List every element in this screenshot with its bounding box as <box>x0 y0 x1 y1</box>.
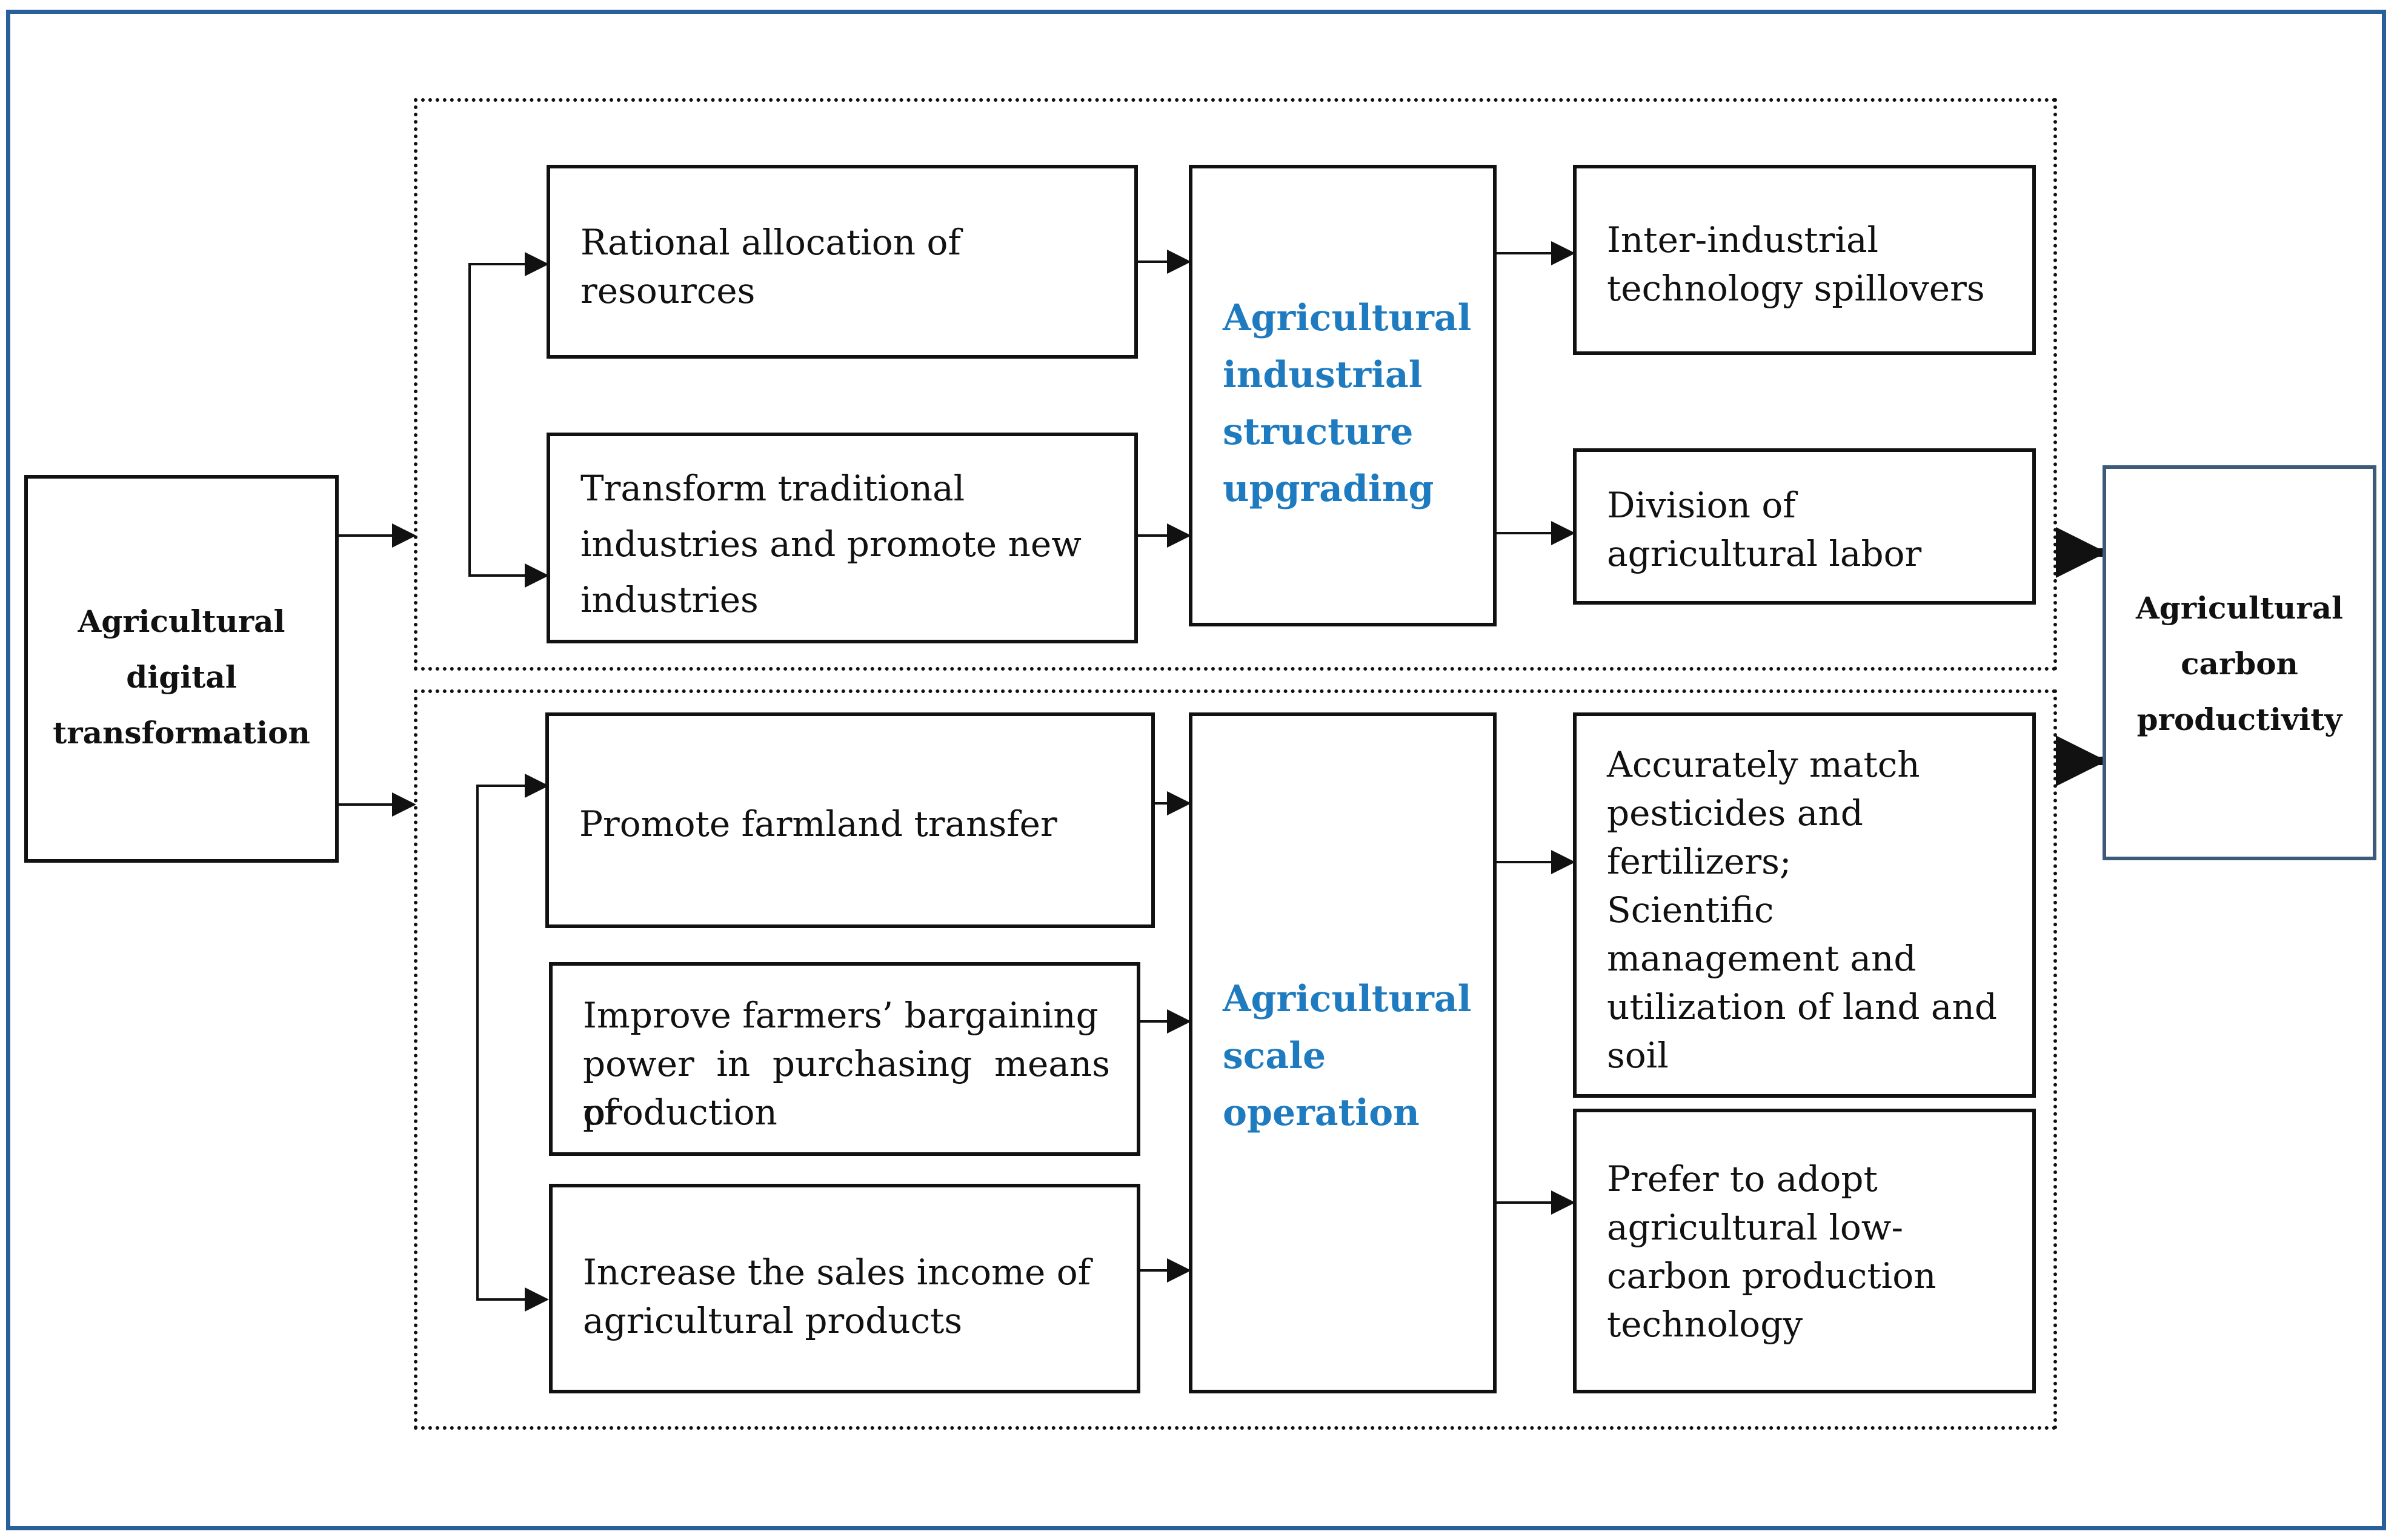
mechanism-1-line-2: industrial <box>1223 354 1423 396</box>
cause-4-line-1: Improve farmers’ bargaining <box>583 995 1099 1036</box>
effect-box-technology-spillovers: Inter-industrial technology spillovers <box>1573 165 2036 355</box>
effect-4-line-3: carbon production <box>1607 1255 1937 1296</box>
outcome-line-3: productivity <box>2136 702 2342 737</box>
effect-3-line-2: pesticides and <box>1607 792 1863 834</box>
mechanism-2-line-2: scale <box>1223 1035 1326 1077</box>
effect-4-line-2: agricultural low- <box>1607 1207 1904 1248</box>
cause-1-line-2: resources <box>580 270 756 311</box>
upper-bracket <box>468 263 544 577</box>
effect-box-low-carbon-technology: Prefer to adopt agricultural low- carbon… <box>1573 1109 2036 1393</box>
source-line-1: Agricultural <box>78 603 285 639</box>
effect-1-line-1: Inter-industrial <box>1607 219 1879 261</box>
upper-path-group <box>414 98 2057 671</box>
effect-2-line-2: agricultural labor <box>1607 533 1922 574</box>
lower-bracket <box>476 785 544 1301</box>
cause-3-line-1: Promote farmland transfer <box>579 803 1057 845</box>
effect-box-match-pesticides: Accurately match pesticides and fertiliz… <box>1573 712 2036 1098</box>
mechanism-1-line-1: Agricultural <box>1223 297 1472 339</box>
cause-1-line-1: Rational allocation of <box>580 222 961 263</box>
cause-2-line-3: industries <box>580 579 759 620</box>
mechanism-2-line-1: Agricultural <box>1223 978 1472 1020</box>
cause-box-transform-industries: Transform traditional industries and pro… <box>547 433 1138 643</box>
effect-3-line-3: fertilizers; <box>1607 841 1792 882</box>
outer-frame <box>6 10 2386 1530</box>
effect-4-line-4: technology <box>1607 1304 1803 1345</box>
mechanism-1-line-4: upgrading <box>1223 468 1434 510</box>
outcome-box-carbon-productivity: Agricultural carbon productivity <box>2103 465 2376 860</box>
effect-3-line-6: utilization of land and <box>1607 986 1997 1027</box>
cause-2-line-1: Transform traditional <box>580 468 965 509</box>
mechanism-1-line-3: structure <box>1223 411 1414 453</box>
source-box-digital-transformation: Agricultural digital transformation <box>24 475 339 863</box>
effect-3-line-1: Accurately match <box>1607 744 1920 785</box>
cause-5-line-1: Increase the sales income of <box>583 1252 1091 1293</box>
effect-3-line-4: Scientific <box>1607 889 1774 931</box>
cause-box-farmland-transfer: Promote farmland transfer <box>545 712 1155 928</box>
outcome-line-1: Agricultural <box>2135 590 2344 626</box>
cause-4-line-2: power in purchasing means of <box>583 1043 1110 1133</box>
cause-2-line-2: industries and promote new <box>580 523 1082 565</box>
cause-4-line-3: production <box>583 1092 777 1133</box>
mechanism-box-scale-operation: Agricultural scale operation <box>1189 712 1497 1393</box>
effect-2-line-1: Division of <box>1607 485 1796 526</box>
effect-4-line-1: Prefer to adopt <box>1607 1158 1878 1200</box>
mechanism-box-structure-upgrading: Agricultural industrial structure upgrad… <box>1189 165 1497 626</box>
lower-path-group <box>414 689 2057 1430</box>
effect-box-division-of-labor: Division of agricultural labor <box>1573 448 2036 605</box>
effect-1-line-2: technology spillovers <box>1607 268 1985 309</box>
effect-3-line-7: soil <box>1607 1035 1669 1076</box>
source-line-3: transformation <box>53 715 310 751</box>
mechanism-2-line-3: operation <box>1223 1092 1420 1134</box>
effect-3-line-5: management and <box>1607 938 1917 979</box>
cause-5-line-2: agricultural products <box>583 1300 963 1341</box>
cause-box-sales-income: Increase the sales income of agricultura… <box>549 1184 1140 1393</box>
source-line-2: digital <box>126 659 237 695</box>
cause-box-bargaining-power: Improve farmers’ bargaining power in pur… <box>549 962 1140 1156</box>
cause-box-rational-allocation: Rational allocation of resources <box>547 165 1138 359</box>
outcome-line-2: carbon <box>2181 646 2298 682</box>
